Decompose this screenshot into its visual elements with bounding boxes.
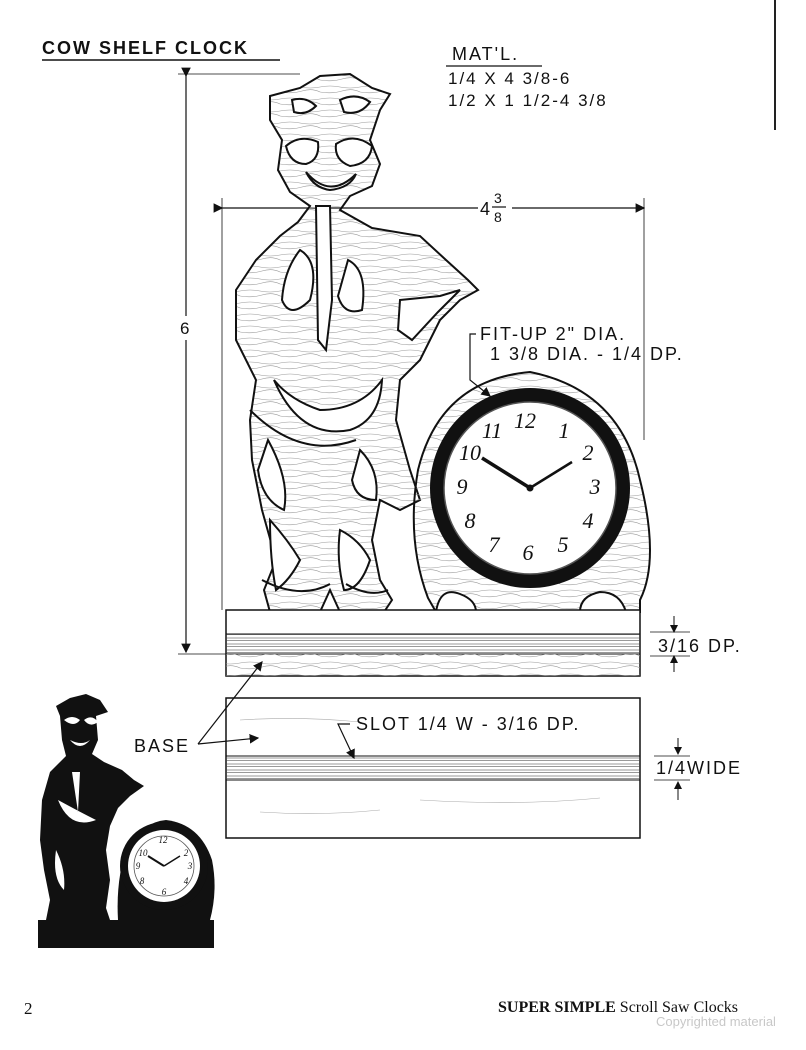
slot-width-dimension: 1/4WIDE [654,738,742,800]
fitup-leader [469,333,491,397]
width-dimension: 4 3 8 [213,190,646,610]
preview-numeral-6: 6 [162,887,167,897]
materials-line-2: 1/2 X 1 1/2-4 3/8 [448,91,608,110]
height-dimension: 6 [176,67,300,655]
materials-heading: MAT'L. [452,44,519,64]
height-label: 6 [180,319,191,338]
preview-numeral-12: 12 [159,835,169,845]
fitup-callout-line-2: 1 3/8 DIA. - 1/4 DP. [490,344,684,364]
numeral-11: 11 [482,418,502,443]
slot-width-label: 1/4WIDE [656,758,742,778]
minute-hand [529,460,573,490]
numeral-5: 5 [558,532,569,557]
numeral-3: 3 [589,474,601,499]
drawing-title: COW SHELF CLOCK [42,38,249,58]
preview-numeral-4: 4 [184,876,189,886]
preview-numeral-3: 3 [187,861,193,871]
assembled-preview: 12 3 6 9 10 2 4 8 [38,694,215,948]
slot-leader [337,723,355,760]
book-title: SUPER SIMPLE Scroll Saw Clocks [498,999,738,1017]
cow-cutout [235,72,480,613]
hour-hand [481,456,531,490]
width-label-whole: 4 [480,199,492,219]
width-label-denominator: 8 [494,209,504,225]
numeral-1: 1 [559,418,570,443]
base-leader-top [197,661,263,745]
numeral-8: 8 [465,508,476,533]
depth-label: 3/16 DP. [658,636,742,656]
preview-numeral-9: 9 [136,861,141,871]
fitup-callout-line-1: FIT-UP 2" DIA. [480,324,626,344]
materials-line-1: 1/4 X 4 3/8-6 [448,69,571,88]
preview-numeral-10: 10 [139,848,149,858]
numeral-4: 4 [583,508,594,533]
numeral-6: 6 [523,540,534,565]
book-title-rest: Scroll Saw Clocks [615,999,739,1016]
copyright-watermark: Copyrighted material [656,1014,776,1029]
numeral-10: 10 [459,440,481,465]
depth-dimension: 3/16 DP. [650,616,742,672]
base-callout: BASE [134,736,190,756]
width-label-numerator: 3 [494,190,504,206]
base-leader-bottom [197,734,260,745]
book-title-bold: SUPER SIMPLE [498,999,616,1016]
numeral-12: 12 [514,408,536,433]
numeral-7: 7 [489,532,501,557]
clock-dial: 12 1 2 3 4 5 6 7 8 9 10 11 [457,408,601,565]
page-number: 2 [24,999,33,1018]
numeral-9: 9 [457,474,468,499]
base-front [225,609,641,677]
base-top [225,697,641,839]
preview-numeral-2: 2 [184,848,189,858]
slot-callout: SLOT 1/4 W - 3/16 DP. [356,714,580,734]
preview-numeral-8: 8 [140,876,145,886]
hands-pivot [526,484,534,492]
numeral-2: 2 [583,440,594,465]
